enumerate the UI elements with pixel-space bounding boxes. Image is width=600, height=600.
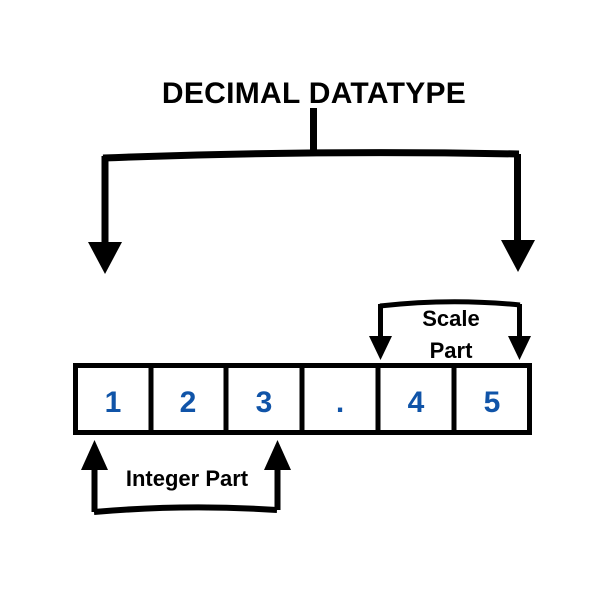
cell-5-value: 5 bbox=[484, 386, 501, 419]
scale-part-right-arrowhead-icon bbox=[508, 336, 531, 360]
branch-right bbox=[501, 154, 535, 272]
top-branch-connector bbox=[88, 108, 535, 274]
cell-2[interactable]: 3 bbox=[256, 386, 273, 419]
cell-4[interactable]: 4 bbox=[408, 386, 425, 419]
scale-part-left-arrowhead-icon bbox=[369, 336, 392, 360]
cell-4-value: 4 bbox=[408, 386, 425, 419]
cell-0-value: 1 bbox=[105, 386, 122, 419]
decimal-cells-row: 1 2 3 . 4 5 bbox=[73, 363, 532, 435]
cell-0[interactable]: 1 bbox=[105, 386, 122, 419]
scale-part-label-line1: Scale bbox=[422, 306, 480, 331]
cell-3[interactable]: . bbox=[336, 386, 344, 419]
branch-left-arrowhead-icon bbox=[88, 242, 122, 274]
cell-5[interactable]: 5 bbox=[484, 386, 501, 419]
scale-part-annotation: Scale Part bbox=[369, 299, 531, 363]
branch-left bbox=[88, 156, 122, 274]
integer-part-bracket-bottom bbox=[93, 504, 278, 515]
scale-part-label-line2: Part bbox=[430, 338, 473, 363]
page-title: DECIMAL DATATYPE bbox=[162, 77, 466, 110]
cell-2-value: 3 bbox=[256, 386, 273, 419]
integer-part-label: Integer Part bbox=[126, 466, 249, 491]
scale-part-bracket-top bbox=[379, 299, 521, 309]
integer-part-right-arrowhead-icon bbox=[264, 440, 291, 470]
cell-3-value: . bbox=[336, 386, 344, 419]
cell-1[interactable]: 2 bbox=[180, 386, 197, 419]
integer-part-left-arrowhead-icon bbox=[81, 440, 108, 470]
branch-horizontal-bar bbox=[102, 149, 520, 162]
branch-right-arrowhead-icon bbox=[501, 240, 535, 272]
cell-1-value: 2 bbox=[180, 386, 197, 419]
integer-part-annotation: Integer Part bbox=[81, 440, 291, 515]
